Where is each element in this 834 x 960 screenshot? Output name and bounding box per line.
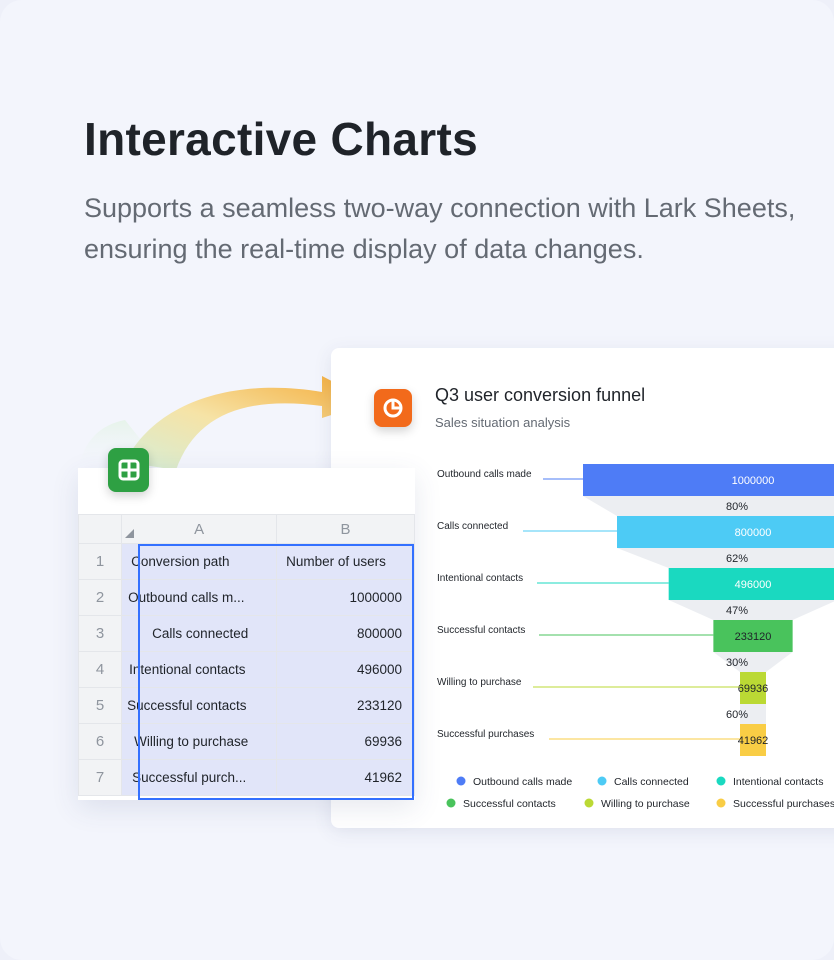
row-number[interactable]: 7 [77,759,123,796]
legend-label: Outbound calls made [473,776,572,788]
funnel-connector [583,496,834,516]
cell-b1[interactable]: Number of users [276,543,415,580]
cell-b2[interactable]: 1000000 [276,579,415,616]
conversion-rate-label: 80% [726,501,748,513]
table-row: 1 Conversion path Number of users [77,543,415,580]
table-row: 5 Successful contacts 233120 [77,687,415,724]
funnel-bar [740,672,766,704]
funnel-value-label: 496000 [735,579,772,591]
pie-chart-icon [374,389,412,427]
table-row: 2 Outbound calls m... 1000000 [77,579,415,616]
row-number[interactable]: 6 [77,723,123,760]
spreadsheet[interactable]: A B 1 Conversion path Number of users 2 … [77,468,415,800]
funnel-category-label: Calls connected [437,521,508,532]
funnel-value-label: 41962 [738,735,769,747]
conversion-rate-label: 30% [726,657,748,669]
table-row: 7 Successful purch... 41962 [77,759,415,796]
cell-a2[interactable]: Outbound calls m... [121,579,278,616]
table-row: 4 Intentional contacts 496000 [77,651,415,688]
conversion-rate-label: 60% [726,709,748,721]
legend-label: Successful purchases [733,798,834,810]
funnel-connector [617,548,834,568]
legend-marker [456,776,466,786]
select-all-corner[interactable] [77,514,134,544]
funnel-connector [713,652,793,672]
row-number[interactable]: 5 [77,687,123,724]
row-number[interactable]: 3 [77,615,123,652]
cell-a7[interactable]: Successful purch... [121,759,278,796]
column-header-a[interactable]: A [121,514,278,544]
legend-marker [584,798,594,808]
cell-a4[interactable]: Intentional contacts [121,651,278,688]
legend-marker [716,798,726,808]
funnel-bar [668,568,834,600]
cell-a6[interactable]: Willing to purchase [121,723,278,760]
legend-label: Calls connected [614,776,689,788]
chart-title: Q3 user conversion funnel [435,385,646,405]
cell-a5[interactable]: Successful contacts [121,687,278,724]
funnel-category-label: Successful purchases [437,729,534,740]
funnel-category-label: Successful contacts [437,625,525,636]
column-header-b[interactable]: B [276,514,415,544]
conversion-rate-label: 62% [726,553,748,565]
row-number[interactable]: 4 [77,651,123,688]
grid-table-icon [108,448,149,492]
table-row: 6 Willing to purchase 69936 [77,723,415,760]
funnel-category-label: Willing to purchase [437,677,522,688]
cell-b3[interactable]: 800000 [276,615,415,652]
chart-subtitle: Sales situation analysis [435,415,571,430]
legend-marker [597,776,607,786]
funnel-bar [713,620,793,652]
table-row: 3 Calls connected 800000 [77,615,415,652]
page-title: Interactive Charts [84,113,478,165]
funnel-value-label: 1000000 [732,475,775,487]
sheet-grid[interactable]: A B 1 Conversion path Number of users 2 … [77,514,415,796]
row-number[interactable]: 2 [77,579,123,616]
funnel-category-label: Outbound calls made [437,469,532,480]
conversion-rate-label: 47% [726,605,748,617]
legend-marker [716,776,726,786]
row-number[interactable]: 1 [77,543,123,580]
funnel-bar [740,724,766,756]
cell-a3[interactable]: Calls connected [121,615,278,652]
cell-b7[interactable]: 41962 [276,759,415,796]
cell-b6[interactable]: 69936 [276,723,415,760]
funnel-category-label: Intentional contacts [437,573,523,584]
funnel-bar [583,464,834,496]
funnel-value-label: 233120 [735,631,772,643]
funnel-bar [617,516,834,548]
cell-b5[interactable]: 233120 [276,687,415,724]
legend-marker [446,798,456,808]
legend-label: Willing to purchase [601,798,690,810]
cell-b4[interactable]: 496000 [276,651,415,688]
funnel-connector [740,704,766,724]
funnel-connector [668,600,834,620]
legend-label: Successful contacts [463,798,556,810]
cell-a1[interactable]: Conversion path [121,543,278,580]
funnel-value-label: 69936 [738,683,769,695]
legend-label: Intentional contacts [733,776,823,788]
funnel-value-label: 800000 [735,527,772,539]
page-subtitle: Supports a seamless two-way connection w… [84,193,796,264]
